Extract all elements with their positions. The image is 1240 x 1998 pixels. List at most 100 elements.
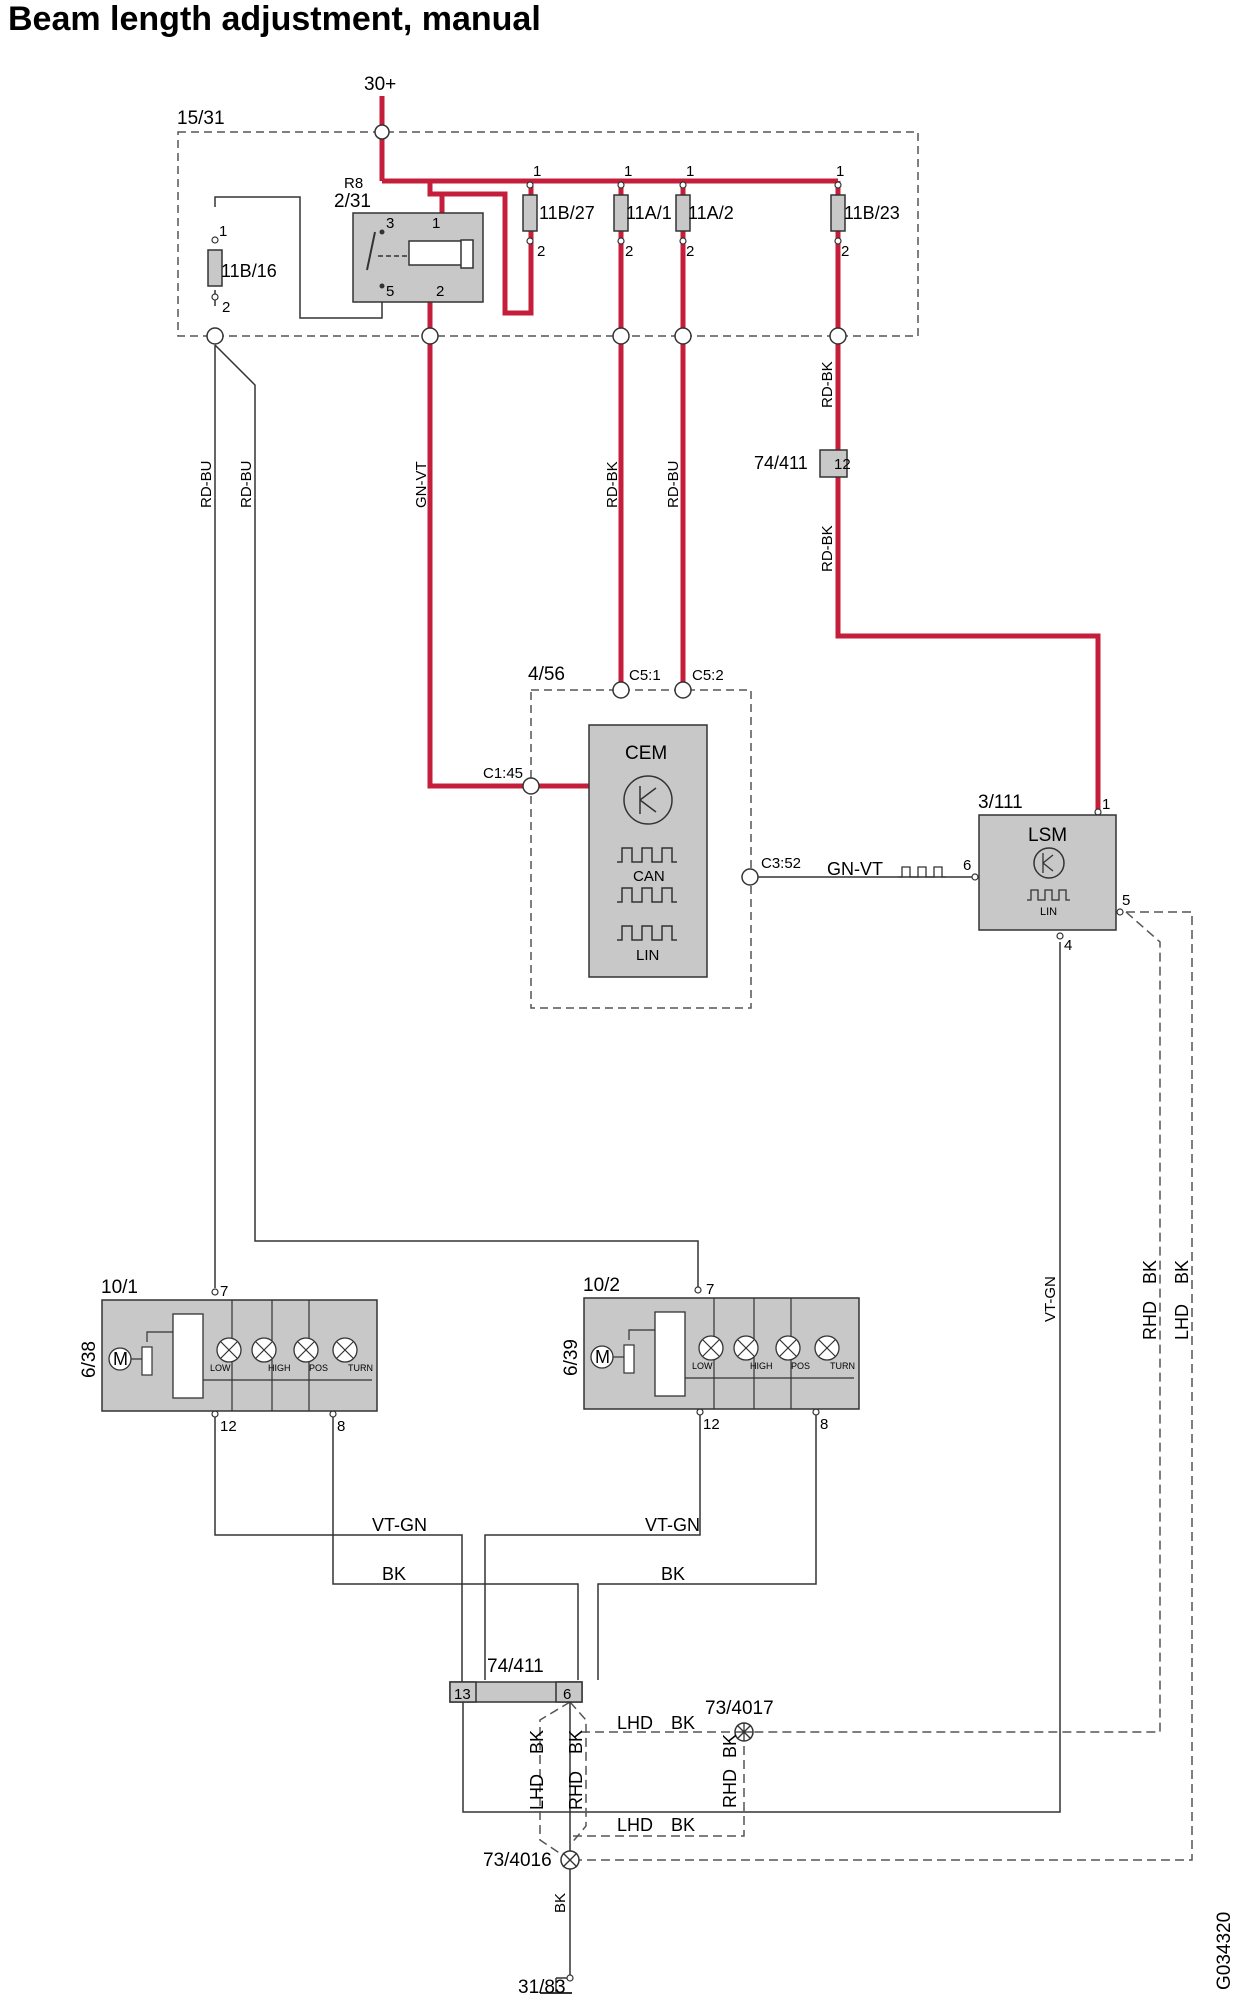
fuse-11B27 [522,194,538,232]
pin-label: 2 [222,299,230,316]
pin-label: 7 [706,1281,714,1298]
pin-label: 2 [436,283,444,300]
motor-m-label: M [595,1347,610,1367]
pin-label: 1 [624,163,632,180]
pin-label: 12 [834,456,851,473]
pin-label: 1 [432,215,440,232]
pin-label: C3:52 [761,855,801,872]
wire-label: BK [671,1713,695,1733]
supply-label: 30+ [364,74,396,95]
ground-wires-dashed [539,911,1193,1861]
lamp-label: LOW [210,1363,231,1373]
wire-label: BK [552,1893,569,1913]
pin-label: 6 [963,857,971,874]
page-title: Beam length adjustment, manual [8,0,541,38]
relay-id-label: 2/31 [334,191,371,212]
wire-label: VT-GN [645,1515,700,1535]
fuse-box-label: 15/31 [177,108,225,129]
pin-label: C5:1 [629,667,661,684]
connector-74-411-bottom-label: 74/411 [487,1656,544,1677]
fuse-11B23-label: 11B/23 [844,203,900,223]
lin-label: LIN [636,947,659,964]
cem-outline [530,689,752,1009]
pin-label: 2 [686,243,694,260]
wire-label: BK [382,1564,406,1584]
wire-label: LHD [617,1713,653,1733]
cem-id-label: 4/56 [528,664,565,685]
wire-label: BK [720,1734,740,1758]
wire-label: BK [1172,1260,1192,1284]
headlamp-right-label: 10/2 [583,1275,620,1296]
can-signal-icon [617,847,677,903]
pin-label: 5 [1122,892,1130,909]
pin-label: 1 [836,163,844,180]
headlamp-left-label: 10/1 [101,1277,138,1298]
wire-label: VT-GN [372,1515,427,1535]
motor-m-label: M [113,1349,128,1369]
fuse-box-outline [177,131,919,337]
wire-label: BK [671,1815,695,1835]
ground-4016-label: 73/4016 [483,1850,552,1871]
pin-label: 1 [1102,796,1110,813]
lsm-lin-label: LIN [1040,906,1057,918]
wire-label: RHD [720,1769,740,1808]
pin-label: 2 [537,243,545,260]
wire-label: LHD [527,1774,547,1810]
lamp-label: HIGH [268,1363,291,1373]
lin-signal-icon [617,925,677,941]
pin-label: 3 [386,215,394,232]
transistor-icon [623,775,673,825]
pin-label: C5:2 [692,667,724,684]
motor-6-39-label: 6/39 [561,1339,582,1376]
fuse-11B27-label: 11B/27 [539,203,595,223]
ground-31-83-label: 31/83 [518,1977,566,1998]
lamp-label: TURN [348,1363,373,1373]
relay-coil [408,240,466,266]
wire-label: RD-BK [604,461,621,508]
lsm-label: LSM [1028,825,1067,846]
can-label: CAN [633,868,665,885]
pin-label: C1:45 [483,765,523,782]
wire-label: RD-BU [198,461,215,509]
fuse-11A2-label: 11A/2 [688,203,734,223]
connector-74-411-label: 74/411 [754,453,808,473]
lsm-module [978,814,1117,931]
wire-label: RD-BK [819,525,836,572]
wire-label: RD-BU [238,461,255,509]
connector-74-411-pin12 [819,449,848,478]
pin-label: 2 [625,243,633,260]
lamp-label: TURN [830,1361,855,1371]
relay-label: R8 [344,175,363,192]
lamp-label: LOW [692,1361,713,1371]
wire-label: RD-BU [665,461,682,509]
pin-label: 5 [386,283,394,300]
lamp-label: POS [791,1361,810,1371]
fuse-11B23 [830,194,846,232]
wire-label: BK [1140,1260,1160,1284]
signal-wires [214,196,1061,1993]
pin-label: 6 [563,1686,571,1703]
wire-label: LHD [1172,1304,1192,1340]
motor-6-38-label: 6/38 [79,1341,100,1378]
cem-module [588,724,708,978]
fuse-11A1 [613,194,629,232]
wire-label: RHD [1140,1301,1160,1340]
wire-label: GN-VT [413,461,430,508]
figure-code: G034320 [1214,1912,1235,1990]
pin-label: 8 [820,1416,828,1433]
wire-label: RD-BK [819,361,836,408]
pin-label: 8 [337,1418,345,1435]
cem-label: CEM [625,743,667,764]
pin-label: 7 [220,1283,228,1300]
fuse-11A2 [675,194,691,232]
wire-label: GN-VT [827,859,883,879]
fuse-11B16 [207,249,223,287]
lsm-id-label: 3/111 [978,792,1023,813]
wire-label: VT-GN [1042,1276,1059,1322]
pin-label: 13 [454,1686,471,1703]
wire-label: BK [527,1730,547,1754]
pin-label: 1 [533,163,541,180]
pin-label: 4 [1064,937,1072,954]
lamp-label: POS [309,1363,328,1373]
